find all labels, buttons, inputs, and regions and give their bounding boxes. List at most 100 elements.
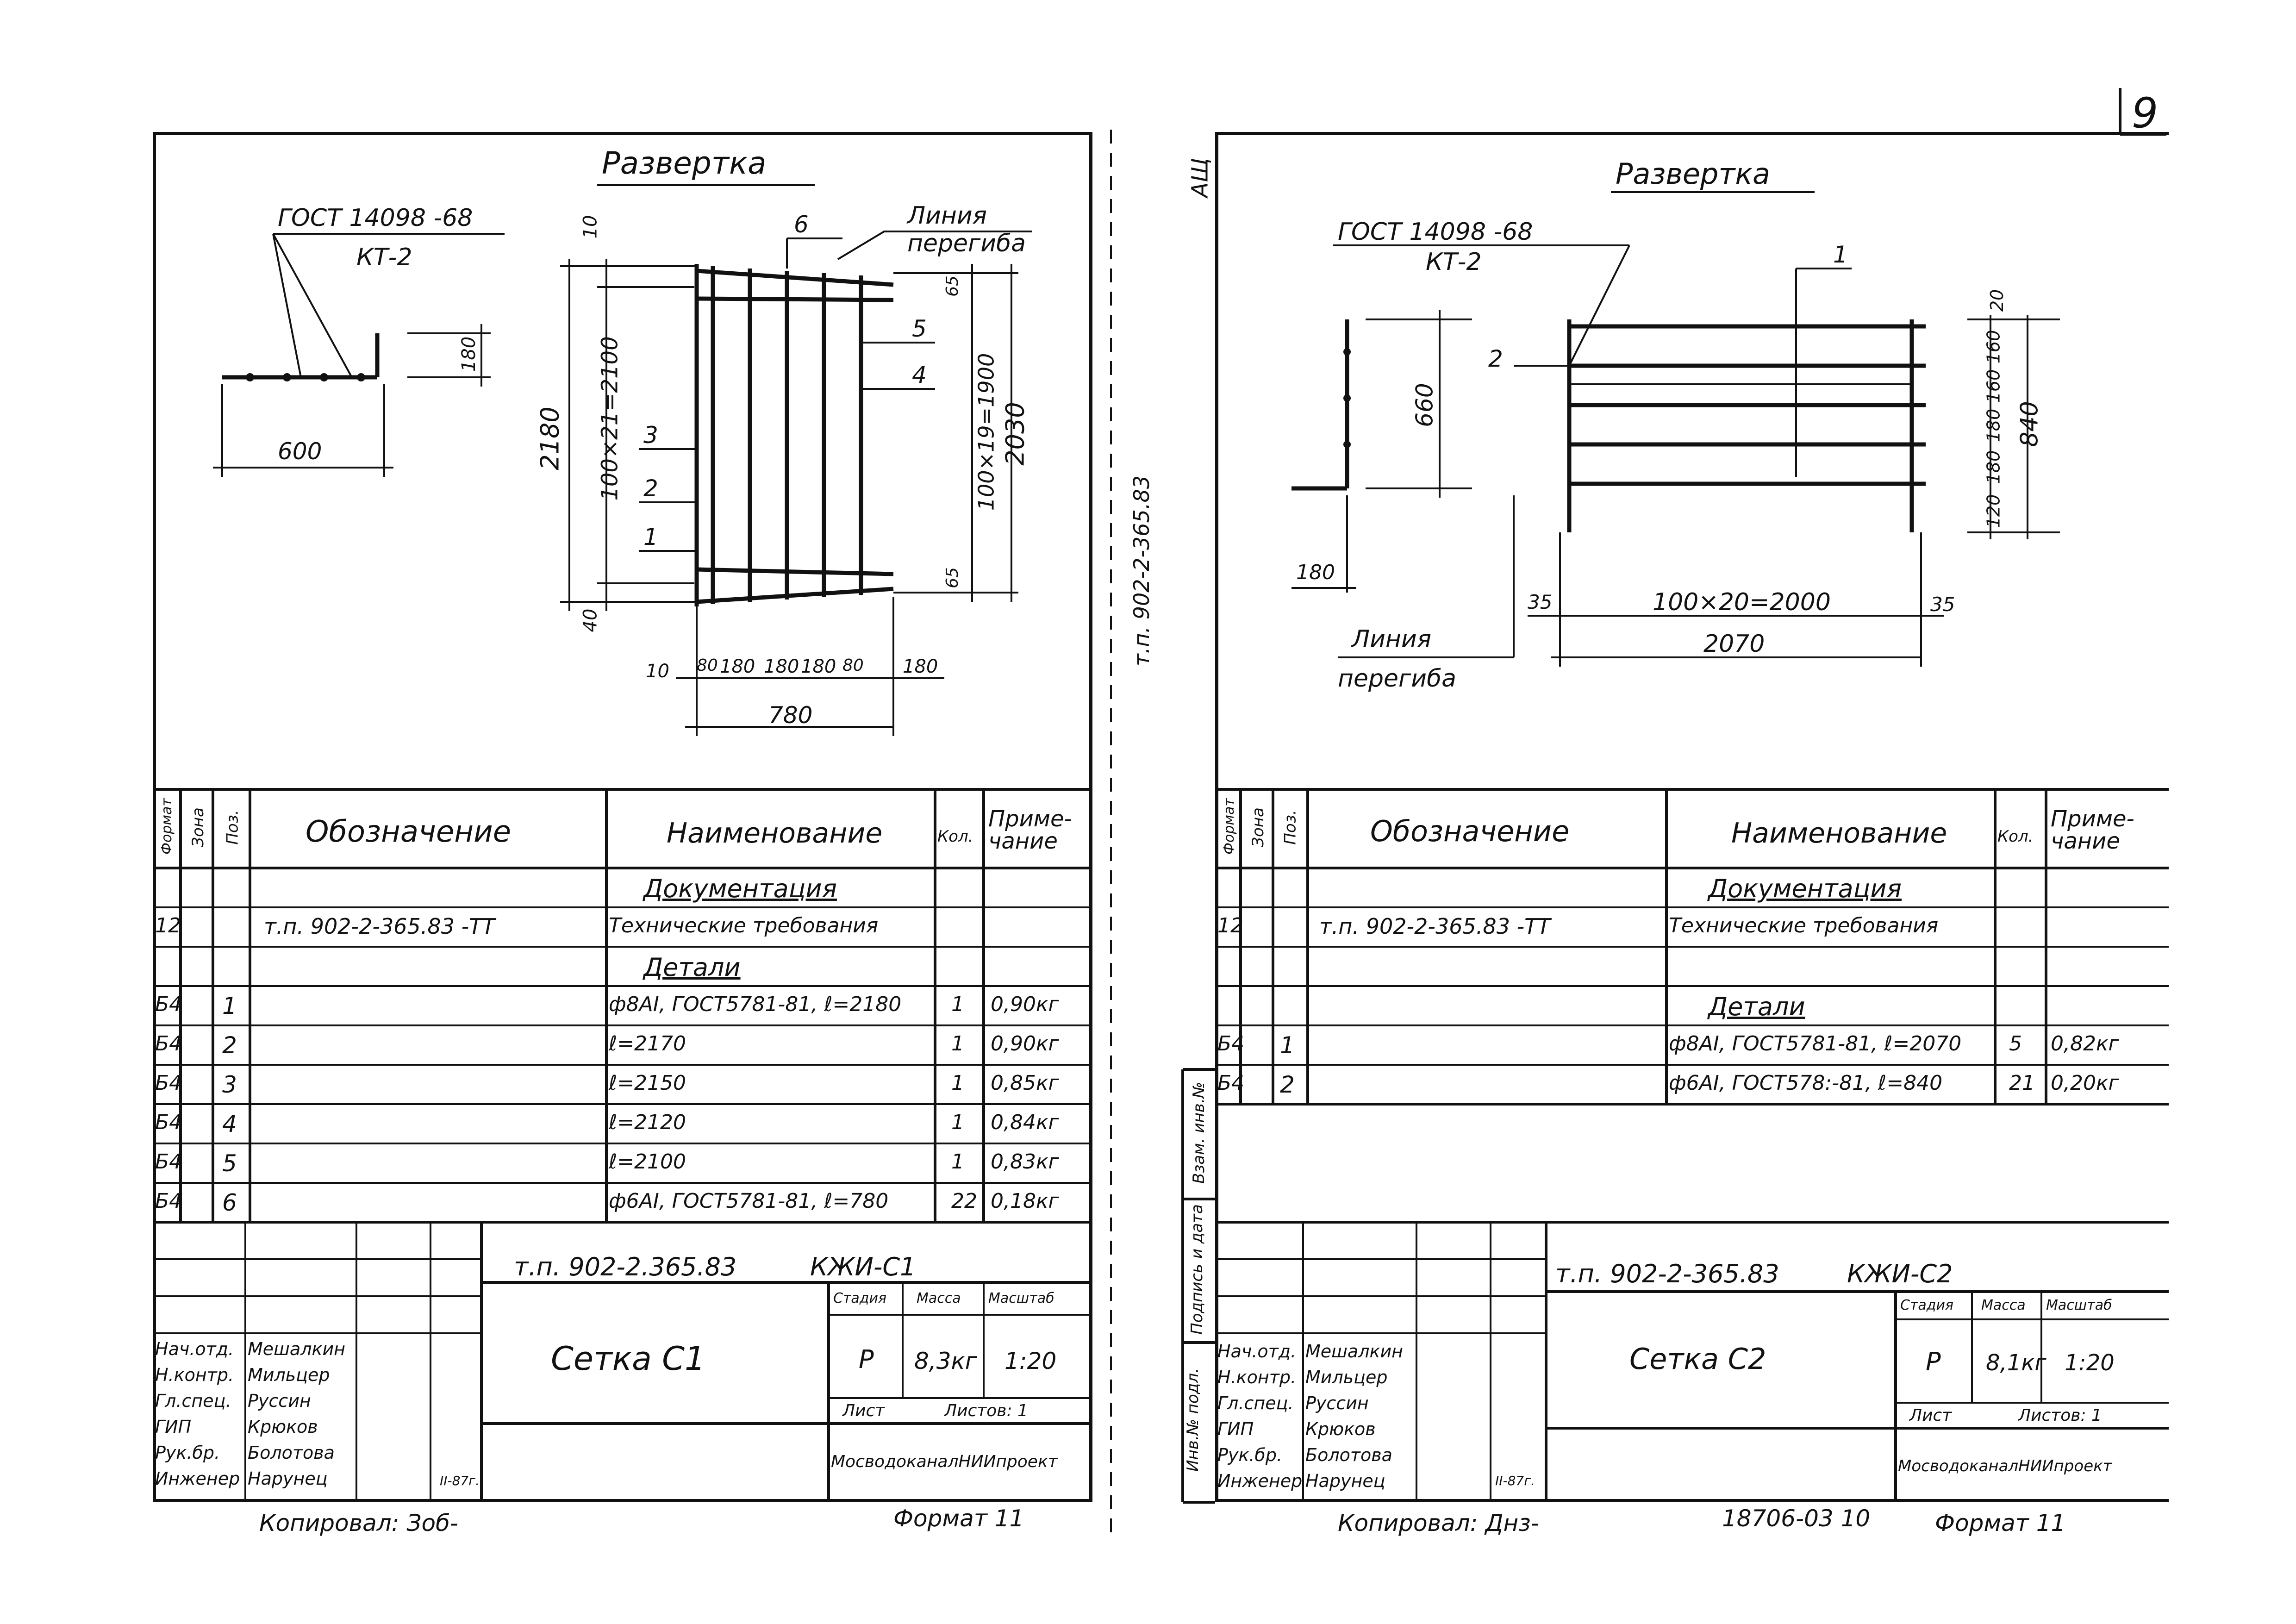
left-th-name: Наименование [667, 817, 883, 849]
right-stamp-sheet: Лист [1909, 1406, 1952, 1425]
left-table-row-7-note: 0,83кг [991, 1150, 1059, 1174]
left-table-row-3-name: ф8АI, ГОСТ5781-81, ℓ=2180 [609, 993, 902, 1016]
right-stamp-stage-h: Стадия [1900, 1297, 1954, 1313]
right-table-row-3-name: Детали [1708, 992, 1805, 1021]
left-copied: Копировал: Зоб- [259, 1510, 458, 1537]
left-table-row-4-format: Б4 [155, 1032, 182, 1056]
left-table-row-3-note: 0,90кг [991, 993, 1059, 1016]
left-dim-bottom-1: 80 [697, 656, 718, 675]
right-stamp-mark: КЖИ-С2 [1847, 1259, 1953, 1288]
left-table-row-4-name: ℓ=2170 [609, 1032, 686, 1056]
left-stamp-person-1-name: Мильцер [248, 1365, 330, 1385]
right-pos-1: 1 [1833, 241, 1848, 268]
left-table-row-4-qty: 1 [951, 1032, 964, 1056]
right-gost: ГОСТ 14098 -68 [1338, 218, 1533, 246]
left-stamp-scale-h: Масштаб [988, 1290, 1054, 1306]
left-table-row-7-pos: 5 [222, 1150, 237, 1177]
left-stamp-person-2-role: Гл.спец. [155, 1391, 231, 1411]
left-dim-bottom-6: 180 [903, 656, 938, 677]
right-stamp-person-5-name: Нарунец [1305, 1471, 1385, 1491]
right-stamp-org: МосводоканалНИИпроект [1898, 1457, 2112, 1475]
left-table-row-8-name: ф6АI, ГОСТ5781-81, ℓ=780 [609, 1189, 889, 1213]
left-table-row-6-qty: 1 [951, 1111, 964, 1134]
left-pos-2: 2 [643, 475, 658, 502]
right-dim-2070: 2070 [1703, 630, 1765, 658]
right-th-note: Приме-чание [2051, 806, 2134, 854]
left-gost-type: КТ-2 [356, 244, 412, 271]
right-table-row-1-designation: т.п. 902-2-365.83 -ТТ [1319, 914, 1551, 939]
left-table-row-8-pos: 6 [222, 1189, 237, 1216]
left-dim-bottom-2: 180 [720, 656, 755, 677]
right-table-row-5-qty: 21 [2009, 1071, 2035, 1095]
left-title: Развертка [602, 145, 767, 181]
left-stamp-person-2-name: Руссин [248, 1391, 311, 1411]
left-pos-5: 5 [912, 315, 927, 342]
left-pos-4: 4 [912, 362, 927, 388]
right-stamp-sheets: Листов: 1 [2018, 1406, 2102, 1425]
right-title: Развертка [1616, 157, 1770, 191]
right-stamp-person-3-name: Крюков [1305, 1419, 1376, 1439]
left-stamp-person-0-name: Мешалкин [248, 1339, 346, 1359]
left-sheet-frame [153, 132, 1092, 1502]
right-table-row-1-format: 12 [1217, 914, 1243, 937]
right-stamp-person-2-name: Руссин [1305, 1393, 1369, 1413]
left-stamp-mass-h: Масса [917, 1290, 961, 1306]
right-pos-2: 2 [1488, 345, 1503, 372]
right-table-row-1-name: Технические требования [1669, 914, 1939, 937]
right-stamp-person-0-name: Мешалкин [1305, 1341, 1404, 1362]
left-table-row-0-name: Документация [643, 874, 837, 903]
left-table-row-5-note: 0,85кг [991, 1071, 1059, 1095]
left-dim-bottom-3: 180 [764, 656, 799, 677]
right-stamp-person-4-role: Рук.бр. [1217, 1445, 1283, 1465]
left-table-row-8-qty: 22 [951, 1189, 977, 1213]
right-stamp-person-1-role: Н.контр. [1217, 1367, 1297, 1387]
right-table-row-4-format: Б4 [1217, 1032, 1245, 1056]
left-table-row-8-note: 0,18кг [991, 1189, 1059, 1213]
left-table-row-1-format: 12 [155, 914, 181, 937]
left-dim-bottom-4: 180 [801, 656, 836, 677]
left-table-row-7-qty: 1 [951, 1150, 964, 1174]
right-table-row-5-name: ф6АI, ГОСТ578:-81, ℓ=840 [1669, 1071, 1943, 1095]
right-stamp-person-1-name: Мильцер [1305, 1367, 1388, 1387]
right-th-name: Наименование [1731, 817, 1947, 849]
right-table-row-5-pos: 2 [1280, 1071, 1295, 1098]
left-table-row-7-format: Б4 [155, 1150, 182, 1174]
right-table-row-0-name: Документация [1708, 874, 1902, 903]
left-stamp-stage: Р [859, 1345, 874, 1374]
right-th-qty: Кол. [1997, 827, 2034, 846]
left-stamp-person-1-role: Н.контр. [155, 1365, 234, 1385]
right-dim-35b: 35 [1930, 593, 1955, 616]
left-stamp-sheets: Листов: 1 [944, 1401, 1028, 1420]
left-table-row-3-format: Б4 [155, 993, 182, 1016]
right-dim-180: 180 [1296, 561, 1335, 584]
left-stamp-name: Сетка С1 [551, 1340, 705, 1378]
left-format: Формат 11 [893, 1505, 1024, 1532]
left-stamp-person-4-role: Рук.бр. [155, 1443, 220, 1463]
right-stamp-mass-h: Масса [1981, 1297, 2026, 1313]
left-pos-3: 3 [643, 422, 658, 449]
left-stamp-date: II-87г. [440, 1473, 480, 1488]
left-stamp-person-5-name: Нарунец [248, 1468, 328, 1489]
left-table-row-5-format: Б4 [155, 1071, 182, 1095]
left-bend-line-2: перегиба [907, 230, 1026, 257]
right-stamp-stage: Р [1926, 1347, 1941, 1376]
left-stamp-code: т.п. 902-2.365.83 [514, 1252, 737, 1281]
left-stamp-stage-h: Стадия [833, 1290, 887, 1306]
left-dim-bottom-5: 80 [842, 656, 864, 675]
left-table-row-4-pos: 2 [222, 1032, 237, 1059]
left-table-row-4-note: 0,90кг [991, 1032, 1059, 1056]
left-stamp-org: МосводоканалНИИпроект [831, 1452, 1058, 1471]
left-table-row-6-pos: 4 [222, 1111, 237, 1137]
left-stamp-person-3-name: Крюков [248, 1417, 318, 1437]
right-archive: 18706-03 10 [1722, 1505, 1871, 1532]
left-table-row-3-qty: 1 [951, 993, 964, 1016]
left-stamp-scale: 1:20 [1004, 1348, 1057, 1374]
left-th-qty: Кол. [937, 827, 973, 846]
